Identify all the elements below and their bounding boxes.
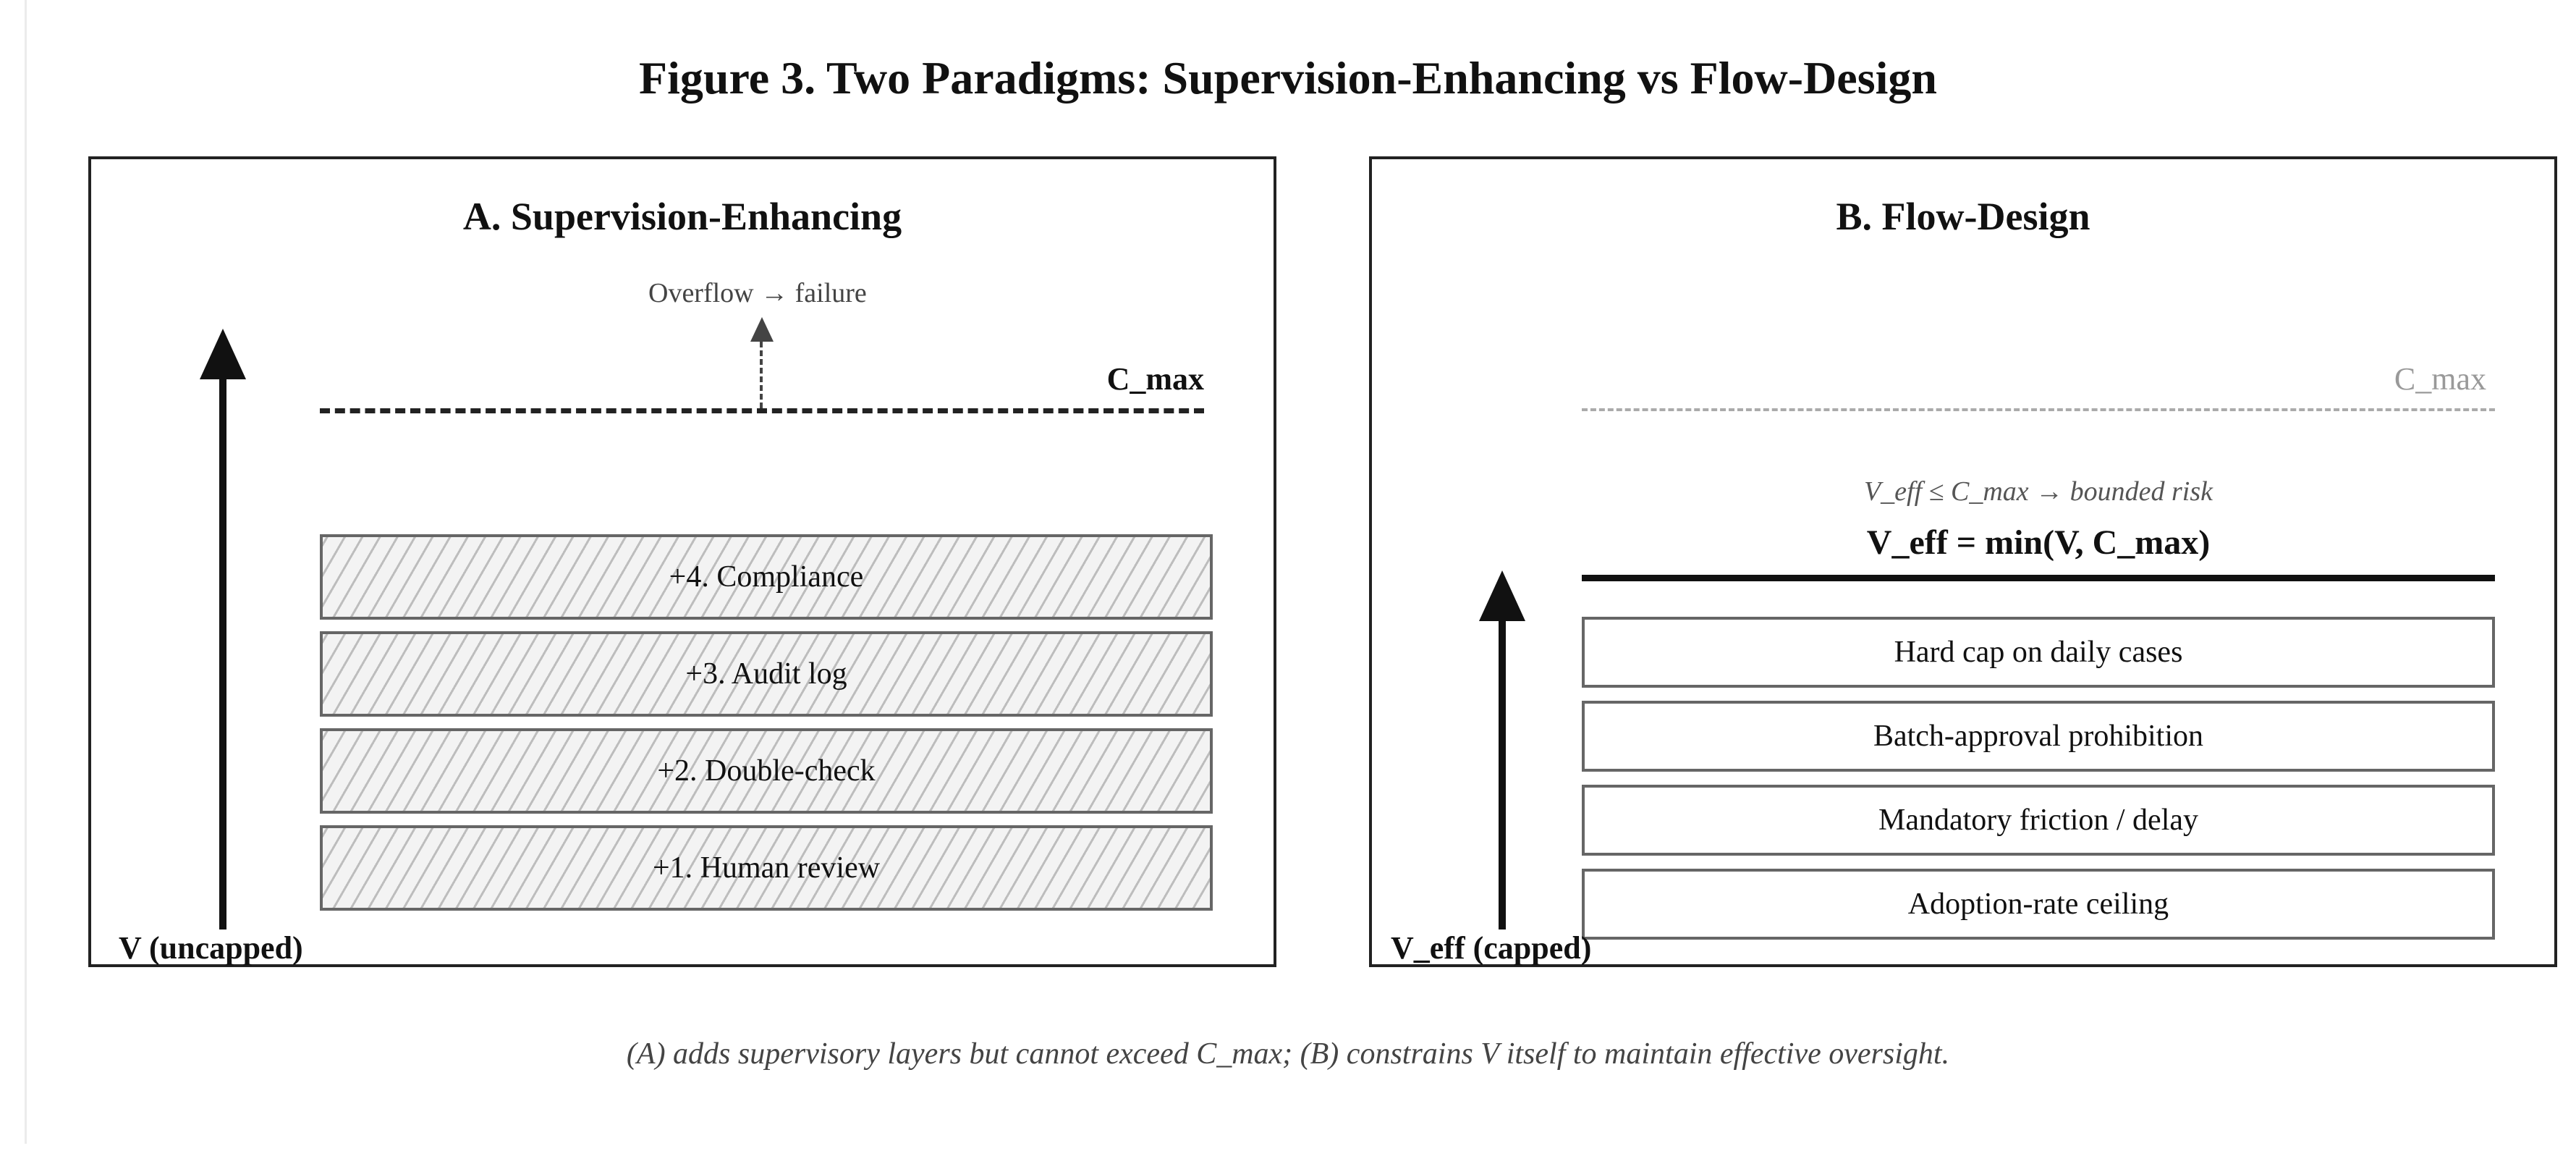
veff-cap-line xyxy=(1582,575,2495,581)
cmax-threshold-line xyxy=(320,408,1204,413)
overflow-arrow-shaft xyxy=(760,342,763,408)
veff-formula: V_eff = min(V, C_max) xyxy=(1866,523,2211,562)
constraint-hard-cap: Hard cap on daily cases xyxy=(1582,617,2495,688)
cmax-threshold-line xyxy=(1582,408,2495,411)
layer-label: +4. Compliance xyxy=(669,560,864,594)
layer-label: +1. Human review xyxy=(652,851,881,885)
constraint-label: Adoption-rate ceiling xyxy=(1907,888,2169,921)
constraint-batch-approval: Batch-approval prohibition xyxy=(1582,701,2495,772)
layer-audit-log: +3. Audit log xyxy=(320,631,1213,717)
veff-axis-label: V_eff (capped) xyxy=(1391,930,1592,966)
veff-bound-note: V_eff ≤ C_max → bounded risk xyxy=(1863,476,2213,507)
layer-label: +3. Audit log xyxy=(685,657,847,691)
panel-flow-design: B. Flow-Design C_max V_eff ≤ C_max → bou… xyxy=(1369,156,2557,967)
constraint-label: Batch-approval prohibition xyxy=(1873,720,2204,753)
overflow-arrow-head xyxy=(750,317,774,342)
figure-caption: (A) adds supervisory layers but cannot e… xyxy=(626,1037,1950,1071)
cmax-label: C_max xyxy=(2394,361,2486,397)
panel-a-title: A. Supervision-Enhancing xyxy=(462,195,902,238)
panel-b-title: B. Flow-Design xyxy=(1836,195,2090,238)
layer-human-review: +1. Human review xyxy=(320,825,1213,911)
constraint-label: Mandatory friction / delay xyxy=(1878,804,2199,837)
layer-label: +2. Double-check xyxy=(657,754,876,788)
layer-double-check: +2. Double-check xyxy=(320,728,1213,814)
constraint-label: Hard cap on daily cases xyxy=(1894,636,2183,669)
veff-arrow-shaft xyxy=(1499,617,1506,929)
figure-title: Figure 3. Two Paradigms: Supervision-Enh… xyxy=(639,52,1937,104)
v-arrow-shaft xyxy=(219,375,226,929)
layer-compliance: +4. Compliance xyxy=(320,534,1213,620)
v-axis-label: V (uncapped) xyxy=(119,930,303,966)
constraint-adoption-rate: Adoption-rate ceiling xyxy=(1582,869,2495,940)
constraint-mandatory-friction: Mandatory friction / delay xyxy=(1582,785,2495,856)
page-left-rule xyxy=(25,0,27,1144)
veff-arrow-head xyxy=(1479,570,1525,621)
cmax-label: C_max xyxy=(1106,361,1204,397)
overflow-label: Overflow → failure xyxy=(648,278,867,308)
v-arrow-head xyxy=(200,329,246,379)
panel-supervision-enhancing: A. Supervision-Enhancing C_max Overflow … xyxy=(88,156,1276,967)
